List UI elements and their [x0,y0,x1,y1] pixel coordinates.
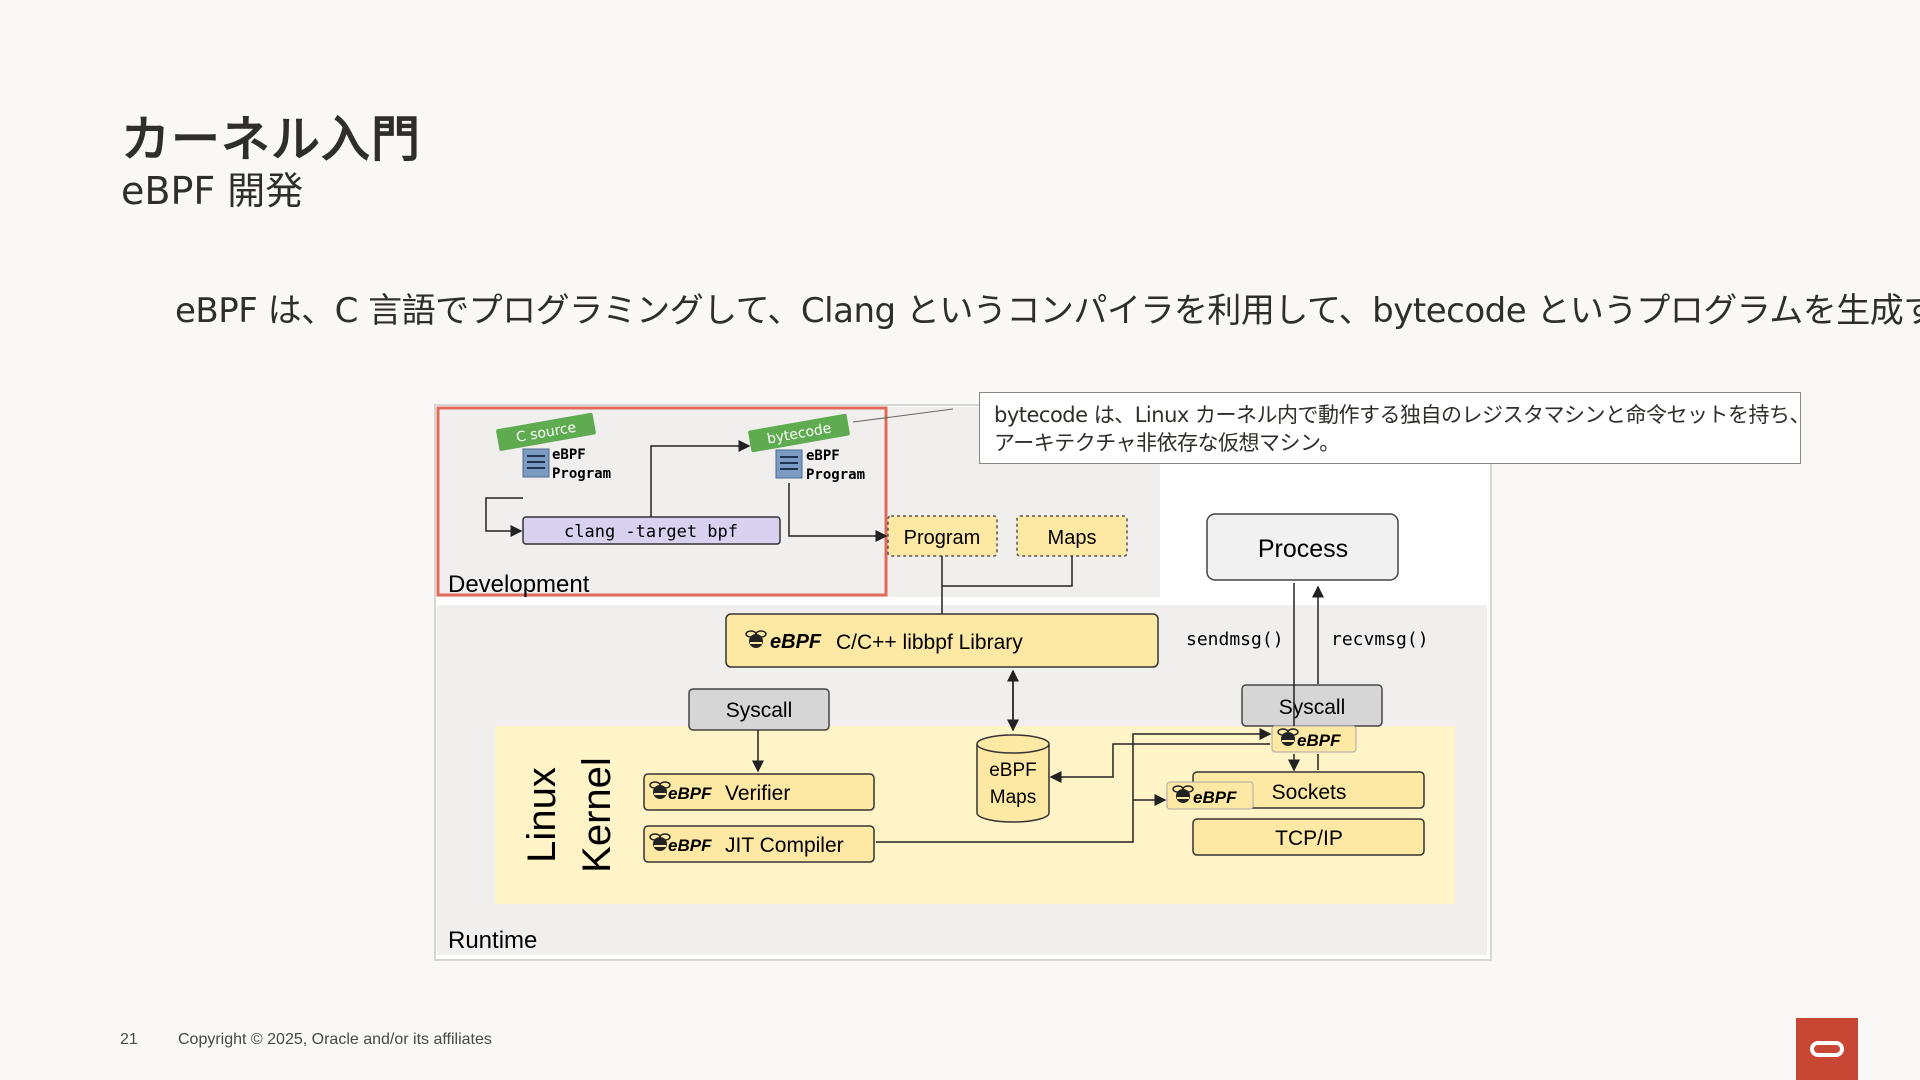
callout-line-1: bytecode は、Linux カーネル内で動作する独自のレジスタマシンと命令… [994,403,1811,427]
bytecode-program-label-2: Program [806,467,865,483]
program-box [887,515,998,557]
c-program-label-1: eBPF [552,447,586,463]
development-highlight [436,406,888,597]
bytecode-program-label-1: eBPF [806,448,840,464]
kernel-label: Kernel [575,757,619,873]
syscall-box-left [688,688,830,731]
ebpf-maps-label-1: eBPF [989,760,1037,781]
document-icon [775,449,803,479]
libbpf-label: C/C++ libbpf Library [836,631,1023,654]
copyright-text: Copyright © 2025, Oracle and/or its affi… [178,1031,492,1048]
callout-line-2: アーキテクチャ非依存な仮想マシン。 [994,431,1340,455]
slide-subtitle: eBPF 開発 [121,169,304,213]
slide-title: カーネル入門 [121,111,422,168]
maps-label: Maps [1048,527,1097,549]
clang-command: clang -target bpf [564,522,738,542]
tcpip-box [1192,818,1425,856]
verifier-label: Verifier [725,782,790,805]
sockets-ebpf-badge [1166,781,1254,810]
tcpip-label: TCP/IP [1275,827,1343,850]
kernel-region [495,726,1455,904]
sockets-label: Sockets [1272,781,1347,804]
lead-text: eBPF は、C 言語でプログラミングして、Clang というコンパイラを利用し… [175,291,1920,331]
runtime-label: Runtime [448,927,537,954]
sockets-ebpf-brand: eBPF [1193,788,1237,807]
recvmsg-label: recvmsg() [1331,629,1429,650]
hook-ebpf-brand-top: eBPF [1297,731,1341,750]
ebpf-maps-cylinder [976,734,1050,823]
jit-compiler-box [643,825,875,863]
process-box [1206,513,1399,581]
socket-hook-ebpf-badge [1271,725,1357,753]
syscall-label-left: Syscall [726,699,793,722]
jit-ebpf-brand: eBPF [668,836,712,855]
verifier-box [643,773,875,811]
program-label: Program [904,527,981,549]
ebpf-maps-label-2: Maps [990,787,1036,808]
process-label: Process [1258,535,1348,563]
bytecode-callout: bytecode は、Linux カーネル内で動作する独自のレジスタマシンと命令… [979,392,1811,464]
libbpf-ebpf-brand: eBPF [770,631,822,653]
linux-label: Linux [520,767,564,863]
syscall-label-right: Syscall [1279,696,1346,719]
development-label: Development [448,571,590,598]
document-icon [522,448,550,478]
page-number: 21 [120,1031,138,1048]
verifier-ebpf-brand: eBPF [668,784,712,803]
jit-compiler-label: JIT Compiler [725,834,844,857]
oracle-logo [1796,1018,1858,1080]
libbpf-box [725,613,1159,668]
sendmsg-label: sendmsg() [1186,629,1284,650]
c-program-label-2: Program [552,466,611,482]
oracle-logo-icon [1810,1041,1844,1057]
